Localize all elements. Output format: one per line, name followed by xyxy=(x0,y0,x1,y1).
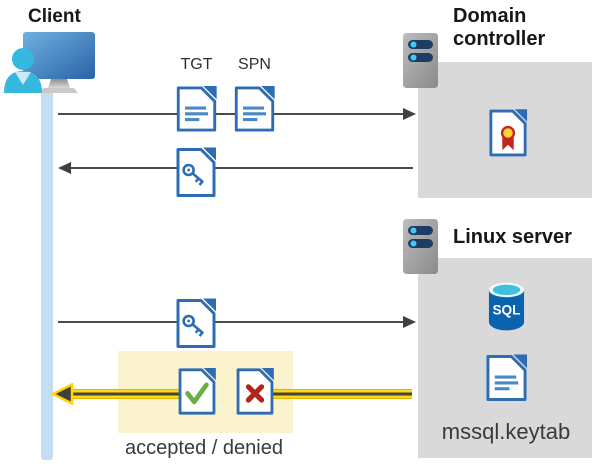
key-reply-arrow-line xyxy=(70,167,413,169)
domain-controller-server-icon xyxy=(402,32,439,89)
result-arrow-line-right xyxy=(270,389,412,399)
keytab-label: mssql.keytab xyxy=(441,419,571,444)
tgt-document-icon xyxy=(175,85,218,133)
service-ticket-arrow-line xyxy=(58,321,405,323)
result-label: accepted / denied xyxy=(125,437,283,459)
tgt-label: TGT xyxy=(180,56,213,73)
linux-server-title: Linux server xyxy=(453,226,572,248)
client-label: Client xyxy=(28,6,81,27)
ticket-request-arrow-line xyxy=(58,113,405,115)
accepted-document-icon xyxy=(177,367,217,416)
sql-label: SQL xyxy=(492,302,520,317)
service-ticket-arrowhead-icon xyxy=(403,316,416,328)
person-icon xyxy=(4,48,42,93)
key-document-icon xyxy=(175,146,217,199)
spn-label: SPN xyxy=(238,56,271,73)
linux-server-icon xyxy=(402,218,439,275)
key-reply-arrowhead-icon xyxy=(58,162,71,174)
result-arrow-line-left xyxy=(70,389,182,399)
sql-database-icon: SQL xyxy=(486,281,527,332)
domain-controller-title: Domain controller xyxy=(453,5,546,50)
denied-document-icon xyxy=(235,367,275,416)
spn-document-icon xyxy=(233,85,276,133)
result-arrowhead-icon xyxy=(50,383,74,405)
ticket-request-arrowhead-icon xyxy=(403,108,416,120)
client-lifeline xyxy=(41,88,53,460)
monitor-icon xyxy=(23,32,95,93)
certificate-icon xyxy=(488,108,528,158)
service-key-document-icon xyxy=(175,297,217,350)
keytab-document-icon xyxy=(485,351,528,405)
client-icon xyxy=(3,30,105,95)
